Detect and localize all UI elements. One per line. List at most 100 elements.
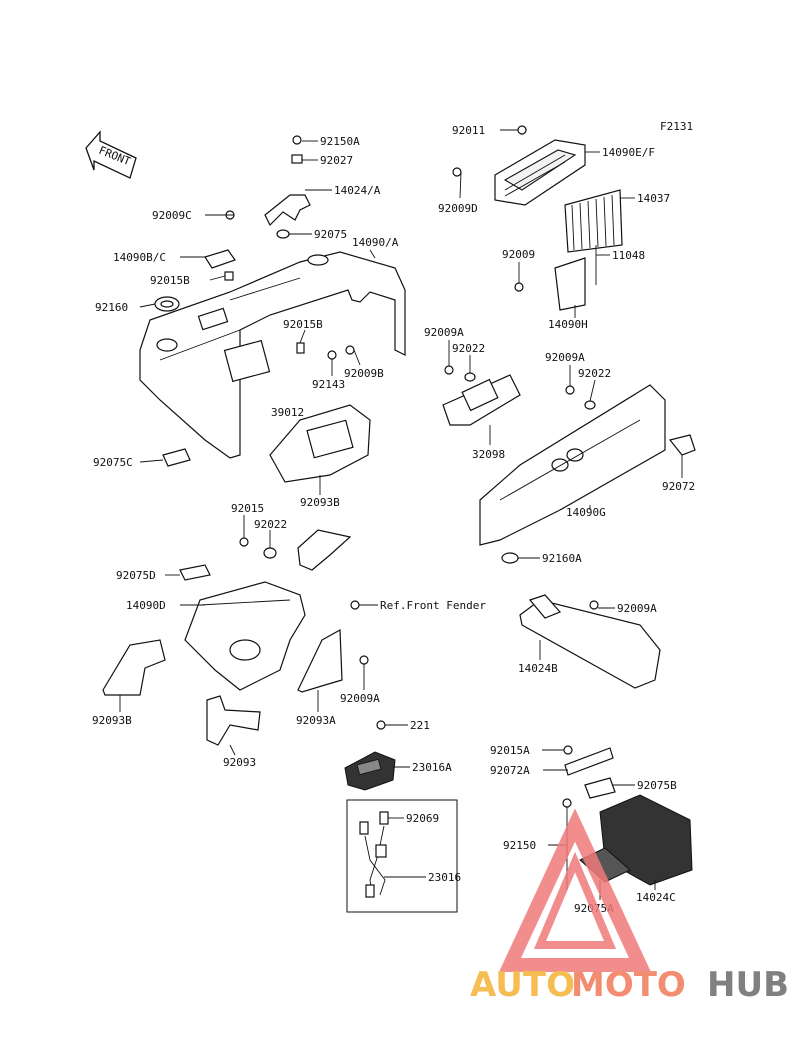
label-92022-1: 92022 bbox=[452, 342, 485, 355]
clip-92015b-2-icon bbox=[296, 342, 305, 354]
strap-92072a bbox=[564, 747, 614, 776]
label-14024a: 14024/A bbox=[334, 184, 381, 197]
watermark-text-1: AUTO bbox=[470, 965, 575, 1005]
plate-14090h bbox=[554, 245, 597, 311]
watermark-logo: AUTO MOTO HUB bbox=[470, 808, 789, 1005]
nut-92027-icon bbox=[291, 154, 303, 164]
wiring-box bbox=[346, 799, 458, 913]
label-92072a: 92072A bbox=[490, 764, 530, 777]
label-92011: 92011 bbox=[452, 124, 485, 137]
label-14090h: 14090H bbox=[548, 318, 588, 331]
label-14024b: 14024B bbox=[518, 662, 558, 675]
bracket-92093b-lower bbox=[102, 639, 166, 696]
pad-92075b bbox=[584, 777, 616, 799]
figure-code: F2131 bbox=[660, 120, 693, 133]
label-92075c: 92075C bbox=[93, 456, 133, 469]
grommet-92160 bbox=[154, 296, 180, 312]
bolt-front-fender-icon bbox=[350, 600, 360, 610]
wiring-23016 bbox=[359, 811, 389, 898]
washer-92022-2-icon bbox=[584, 400, 596, 410]
front-arrow-icon: FRONT bbox=[85, 130, 137, 179]
label-92009a-1: 92009A bbox=[424, 326, 464, 339]
label-92015a: 92015A bbox=[490, 744, 530, 757]
label-92022-2: 92022 bbox=[578, 367, 611, 380]
bracket-92093 bbox=[206, 695, 261, 746]
label-11048: 11048 bbox=[612, 249, 645, 262]
label-92009b: 92009B bbox=[344, 367, 384, 380]
grommet-92160a-icon bbox=[501, 552, 519, 564]
label-92009: 92009 bbox=[502, 248, 535, 261]
label-92093a: 92093A bbox=[296, 714, 336, 727]
label-92015: 92015 bbox=[231, 502, 264, 515]
label-14090bc: 14090B/C bbox=[113, 251, 166, 264]
label-92143: 92143 bbox=[312, 378, 345, 391]
label-92075: 92075 bbox=[314, 228, 347, 241]
label-ref-front-fender: Ref.Front Fender bbox=[380, 599, 486, 612]
bolt-92009d-icon bbox=[452, 167, 462, 177]
bracket-32098 bbox=[442, 374, 521, 426]
label-14090g: 14090G bbox=[566, 506, 606, 519]
label-39012: 39012 bbox=[271, 406, 304, 419]
bolt-92011-icon bbox=[517, 125, 527, 135]
label-92009a-4: 92009A bbox=[340, 692, 380, 705]
bolt-92009a-1-icon bbox=[444, 365, 454, 375]
bolt-92150a-icon bbox=[292, 135, 302, 145]
cover-39012 bbox=[269, 404, 371, 483]
bracket-14024b bbox=[519, 594, 661, 689]
label-221: 221 bbox=[410, 719, 430, 732]
label-14090d: 14090D bbox=[126, 599, 166, 612]
bolt-92009a-2-icon bbox=[565, 385, 575, 395]
label-92160a: 92160A bbox=[542, 552, 582, 565]
leader-lines bbox=[119, 129, 683, 900]
label-14037: 14037 bbox=[637, 192, 670, 205]
radiator-14037 bbox=[564, 189, 623, 253]
label-92093b-2: 92093B bbox=[92, 714, 132, 727]
label-32098: 32098 bbox=[472, 448, 505, 461]
regulator-23016a bbox=[344, 751, 396, 791]
label-23016: 23016 bbox=[428, 871, 461, 884]
label-92075d: 92075D bbox=[116, 569, 156, 582]
label-92150a: 92150A bbox=[320, 135, 360, 148]
bolt-92009-icon bbox=[514, 282, 524, 292]
watermark-text-3: HUB bbox=[707, 965, 789, 1005]
bracket-92093a bbox=[297, 629, 343, 693]
bracket-92093b-upper bbox=[297, 529, 352, 571]
label-92009a-3: 92009A bbox=[617, 602, 657, 615]
washer-92022-3-icon bbox=[263, 547, 277, 559]
label-92027: 92027 bbox=[320, 154, 353, 167]
label-14090a: 14090/A bbox=[352, 236, 399, 249]
bolt-92009b-icon bbox=[345, 345, 355, 355]
label-14090ef: 14090E/F bbox=[602, 146, 655, 159]
label-92015b-2: 92015B bbox=[283, 318, 323, 331]
pad-92075c bbox=[162, 448, 191, 467]
label-92150: 92150 bbox=[503, 839, 536, 852]
label-92009a-2: 92009A bbox=[545, 351, 585, 364]
panel-14090g bbox=[479, 384, 696, 546]
clip-92015b-icon bbox=[224, 271, 234, 281]
bolt-92009a-4-icon bbox=[359, 655, 369, 665]
nut-92143-icon bbox=[327, 350, 337, 360]
label-23016a: 23016A bbox=[412, 761, 452, 774]
nut-92015a-icon bbox=[563, 745, 573, 755]
label-92022-3: 92022 bbox=[254, 518, 287, 531]
screw-221-icon bbox=[376, 720, 386, 730]
washer-92022-1-icon bbox=[464, 372, 476, 382]
pad-92075d bbox=[179, 564, 211, 581]
pad-14090bc bbox=[204, 249, 236, 269]
label-92072: 92072 bbox=[662, 480, 695, 493]
label-92015b-1: 92015B bbox=[150, 274, 190, 287]
label-92069: 92069 bbox=[406, 812, 439, 825]
label-92093b-1: 92093B bbox=[300, 496, 340, 509]
front-panel-14090a bbox=[139, 251, 406, 459]
label-14024c: 14024C bbox=[636, 891, 676, 904]
nut-92075-icon bbox=[276, 229, 290, 239]
label-92160: 92160 bbox=[95, 301, 128, 314]
label-92075b: 92075B bbox=[637, 779, 677, 792]
nut-92015-icon bbox=[239, 537, 249, 547]
bolt-92009a-3-icon bbox=[589, 600, 599, 610]
label-92009c: 92009C bbox=[152, 209, 192, 222]
vent-14090ef bbox=[494, 139, 586, 206]
tray-14090d bbox=[184, 581, 306, 691]
bracket-14024a bbox=[264, 194, 311, 227]
